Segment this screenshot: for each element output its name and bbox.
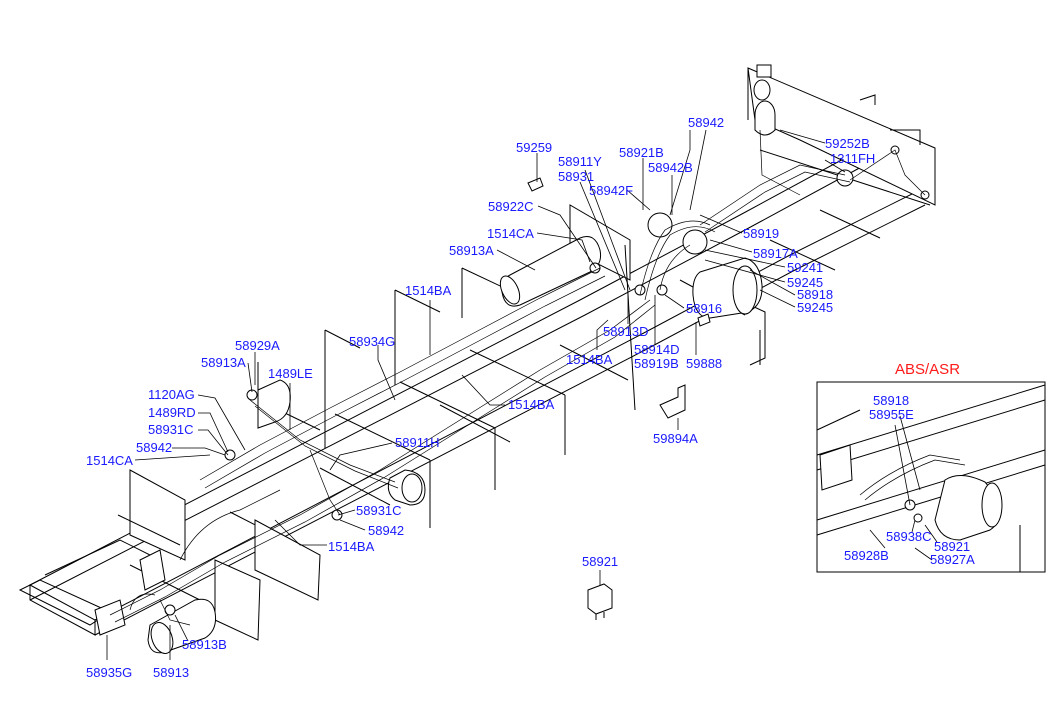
label-58922C[interactable]: 58922C (488, 199, 534, 214)
inset-label-58955E[interactable]: 58955E (869, 407, 914, 422)
rear-panel (747, 67, 936, 206)
leader-lines (106, 129, 846, 660)
inset-label-58938C[interactable]: 58938C (886, 529, 932, 544)
inset-label-58921[interactable]: 58921 (934, 539, 970, 554)
label-58942F[interactable]: 58942F (589, 183, 633, 198)
label-59888[interactable]: 59888 (686, 356, 722, 371)
label-1514BA-mid[interactable]: 1514BA (566, 352, 613, 367)
label-59245-b[interactable]: 59245 (797, 300, 833, 315)
label-58931C-left[interactable]: 58931C (148, 422, 194, 437)
label-59894A[interactable]: 59894A (653, 431, 698, 446)
abs-asr-inset (816, 381, 1046, 573)
label-58931C-mid[interactable]: 58931C (356, 503, 402, 518)
brake-lines (109, 129, 926, 626)
label-1514BA-top[interactable]: 1514BA (405, 283, 452, 298)
label-58942-mid[interactable]: 58942 (368, 523, 404, 538)
label-59241[interactable]: 59241 (787, 260, 823, 275)
label-58942B[interactable]: 58942B (648, 160, 693, 175)
label-59259[interactable]: 59259 (516, 140, 552, 155)
label-1514CA-left[interactable]: 1514CA (86, 453, 133, 468)
label-58913B[interactable]: 58913B (182, 637, 227, 652)
inset-label-58927A[interactable]: 58927A (930, 552, 975, 567)
label-58916[interactable]: 58916 (686, 301, 722, 316)
label-58918[interactable]: 58918 (797, 287, 833, 302)
label-58917A[interactable]: 58917A (753, 246, 798, 261)
label-1489LE[interactable]: 1489LE (268, 366, 313, 381)
label-58942-top[interactable]: 58942 (688, 115, 724, 130)
air-tanks (94, 64, 930, 654)
label-1311FH[interactable]: 1311FH (830, 151, 875, 166)
label-1514BA-right[interactable]: 1514BA (508, 397, 555, 412)
label-58913A-left[interactable]: 58913A (201, 355, 246, 370)
label-58935G[interactable]: 58935G (86, 665, 132, 680)
label-58934G[interactable]: 58934G (349, 334, 395, 349)
label-58921B[interactable]: 58921B (619, 145, 664, 160)
label-58931[interactable]: 58931 (558, 169, 594, 184)
inset-label-58918[interactable]: 58918 (873, 393, 909, 408)
label-58914D[interactable]: 58914D (634, 342, 680, 357)
label-58913[interactable]: 58913 (153, 665, 189, 680)
label-58942-left[interactable]: 58942 (136, 440, 172, 455)
label-58919[interactable]: 58919 (743, 226, 779, 241)
label-58929A[interactable]: 58929A (235, 338, 280, 353)
label-59252B[interactable]: 59252B (825, 136, 870, 151)
inset-label-58928B[interactable]: 58928B (844, 548, 889, 563)
label-1514BA-bot[interactable]: 1514BA (328, 539, 375, 554)
label-58913A-top[interactable]: 58913A (449, 243, 494, 258)
label-58913D[interactable]: 58913D (603, 324, 649, 339)
label-58921[interactable]: 58921 (582, 554, 618, 569)
part-labels: 59259 58911Y 58931 58921B 58942 58942B 5… (86, 115, 975, 680)
label-1120AG[interactable]: 1120AG (148, 387, 195, 402)
label-58911H[interactable]: 58911H (395, 435, 440, 450)
inset-title-abs-asr: ABS/ASR (895, 361, 960, 378)
label-58919B[interactable]: 58919B (634, 356, 679, 371)
label-58911Y[interactable]: 58911Y (558, 154, 602, 169)
label-59245-a[interactable]: 59245 (787, 275, 823, 290)
label-1514CA-top[interactable]: 1514CA (487, 226, 534, 241)
label-1489RD[interactable]: 1489RD (148, 405, 196, 420)
frame-panels (117, 67, 936, 641)
